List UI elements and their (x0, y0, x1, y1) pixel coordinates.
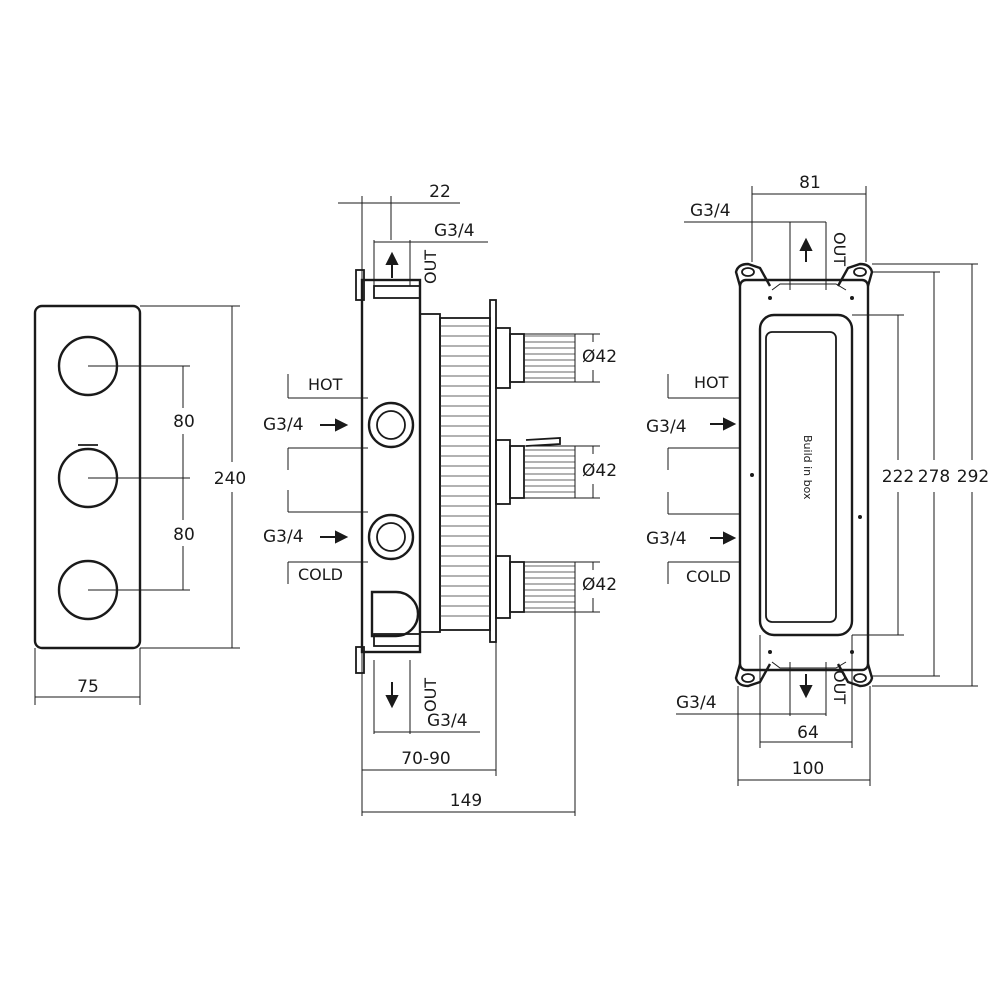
bottom-outlet: OUT G3/4 (373, 660, 480, 734)
back-bottom-out-label: OUT (830, 670, 849, 704)
side-view: Ø42 Ø42 Ø42 22 G3/4 OUT HOT G3/4 (263, 182, 617, 816)
out-arrow-down-icon (385, 682, 399, 709)
body-top-cap (373, 285, 421, 299)
back-bottom-port-label: G3/4 (676, 693, 717, 713)
back-hot-inlet: HOT G3/4 (646, 373, 741, 470)
back-top-outlet: OUT G3/4 (684, 201, 849, 291)
faceplate (33, 304, 142, 650)
dimension-inner-width: 64 (759, 635, 853, 748)
back-top-out-label: OUT (830, 232, 849, 266)
valve-body (360, 278, 422, 654)
bottom-out-label: OUT (421, 678, 440, 712)
dimension-width-label: 75 (77, 677, 99, 697)
dimension-outer-width: 100 (737, 686, 871, 786)
hot-label: HOT (308, 375, 343, 394)
top-outlet: G3/4 OUT (373, 221, 488, 286)
back-out-arrow-up-icon (799, 237, 813, 262)
hot-inlet-port (367, 401, 415, 449)
box-inner-pocket (758, 313, 854, 637)
cartridge-stem-top (495, 327, 600, 389)
cold-arrow-icon (320, 530, 349, 544)
stem-middle-diameter: Ø42 (582, 461, 617, 481)
dimension-top-offset-label: 22 (429, 182, 451, 202)
dimension-inner-height: 222 (852, 314, 914, 636)
dimension-mid-height: 278 (872, 271, 950, 677)
dimension-depth-adjust: 70-90 (361, 642, 497, 816)
dimension-depth-adjust-label: 70-90 (401, 749, 450, 769)
dimension-outer-height-label: 292 (957, 467, 989, 487)
plate-hatching (440, 325, 490, 617)
dimension-inner-height-label: 222 (882, 467, 914, 487)
dimension-spacing: 80 80 (173, 366, 195, 590)
back-view: Build in box OUT G3/4 81 HOT G3/4 (646, 173, 989, 786)
back-out-arrow-down-icon (799, 674, 813, 699)
dimension-back-top-width: 81 (751, 173, 867, 262)
box-frame (738, 278, 870, 672)
back-bottom-outlet: OUT G3/4 (676, 661, 849, 716)
dimension-back-top-width-label: 81 (799, 173, 821, 193)
back-hot-arrow-icon (710, 417, 737, 431)
back-hot-port-label: G3/4 (646, 417, 687, 437)
dimension-mid-height-label: 278 (918, 467, 950, 487)
dimension-outer-height: 292 (872, 263, 989, 687)
dimension-spacing-bottom: 80 (173, 525, 195, 545)
back-cold-arrow-icon (710, 531, 737, 545)
back-top-port-label: G3/4 (690, 201, 731, 221)
hot-arrow-icon (320, 418, 349, 432)
stem-top-diameter: Ø42 (582, 347, 617, 367)
dimension-width: 75 (34, 648, 141, 705)
back-cold-label: COLD (686, 567, 731, 586)
front-view: 80 80 240 75 (33, 304, 246, 705)
hot-port-label: G3/4 (263, 415, 304, 435)
top-port-label: G3/4 (434, 221, 475, 241)
back-hot-label: HOT (694, 373, 729, 392)
cold-inlet-port (367, 513, 415, 561)
cold-inlet: G3/4 COLD (263, 490, 368, 584)
cartridge-stem-bottom (495, 555, 600, 619)
dimension-inner-width-label: 64 (797, 723, 819, 743)
cold-label: COLD (298, 565, 343, 584)
cold-port-label: G3/4 (263, 527, 304, 547)
back-cold-inlet: G3/4 COLD (646, 492, 741, 586)
body-bottom-cap (373, 633, 421, 647)
dimension-outer-width-label: 100 (792, 759, 824, 779)
hot-inlet: HOT G3/4 (263, 374, 368, 470)
back-cold-port-label: G3/4 (646, 529, 687, 549)
cartridge-stem-middle (495, 437, 600, 505)
dimension-total-depth: 149 (362, 612, 576, 816)
mounting-plate (419, 313, 441, 633)
lower-chamber (370, 590, 420, 638)
stem-bottom-diameter: Ø42 (582, 575, 617, 595)
box-text: Build in box (801, 435, 814, 500)
dimension-height-label: 240 (214, 469, 246, 489)
out-arrow-up-icon (385, 251, 399, 278)
dimension-height: 240 (140, 305, 246, 649)
dimension-spacing-top: 80 (173, 412, 195, 432)
dimension-total-depth-label: 149 (450, 791, 482, 811)
top-out-label: OUT (421, 250, 440, 284)
bottom-port-label: G3/4 (427, 711, 468, 731)
dimension-top-offset: 22 (338, 182, 460, 280)
